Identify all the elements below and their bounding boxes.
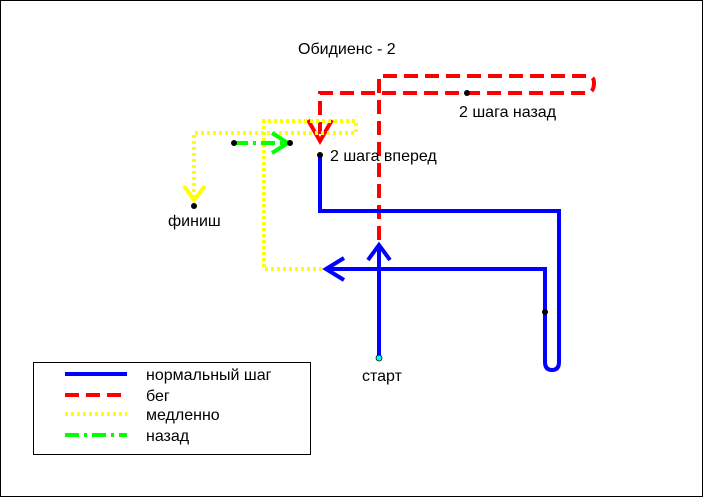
label-back-two: 2 шага назад [459, 104, 557, 121]
legend-label-slow: медленно [146, 407, 220, 424]
label-start: старт [362, 368, 403, 385]
legend-box [33, 362, 311, 455]
legend: нормальный шаг бег медленно назад [33, 362, 311, 455]
label-finish: финиш [168, 213, 221, 230]
run-path [318, 74, 597, 240]
slow-arrowhead [182, 184, 207, 204]
waypoint-back-two [464, 90, 470, 96]
legend-label-back: назад [146, 428, 190, 445]
normal-arrowhead [322, 256, 346, 282]
diagram-title: Обидиенс - 2 [298, 41, 396, 58]
waypoint-turn [542, 309, 548, 315]
waypoint-back-end [287, 140, 293, 146]
label-forward-two: 2 шага вперед [330, 148, 437, 165]
normal-path [318, 156, 561, 373]
waypoint-back-start [231, 140, 237, 146]
waypoint-forward-two [317, 152, 323, 158]
run-arrowhead [306, 119, 334, 146]
legend-label-normal: нормальный шаг [146, 367, 272, 384]
normal-start-arrowhead [366, 241, 392, 262]
waypoint-finish [191, 203, 197, 209]
legend-label-run: бег [146, 388, 170, 405]
waypoint-start [375, 354, 383, 362]
